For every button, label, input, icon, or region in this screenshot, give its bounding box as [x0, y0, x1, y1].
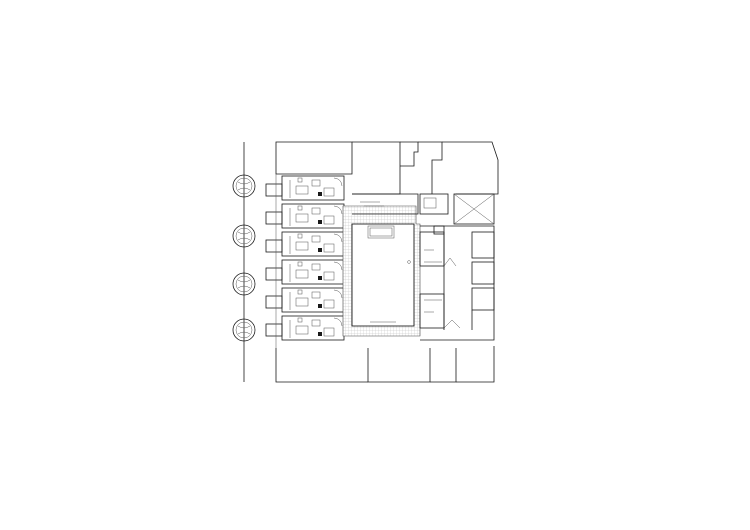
housing-unit: [265, 287, 345, 313]
street-trees: [232, 174, 256, 342]
housing-units: [265, 175, 345, 341]
housing-unit: [265, 231, 345, 257]
housing-unit: [265, 203, 345, 229]
central-courtyard: [351, 223, 415, 327]
housing-unit: [265, 259, 345, 285]
housing-unit: [265, 315, 345, 341]
paved-walkway: [342, 205, 421, 337]
tree-icon: [232, 318, 256, 342]
right-wing: [419, 225, 495, 341]
neighbor-buildings-bottom: [275, 346, 495, 383]
tree-icon: [232, 174, 256, 198]
neighbor-buildings-top: [275, 141, 499, 195]
housing-unit: [265, 175, 345, 201]
tree-icon: [232, 272, 256, 296]
tree-icon: [232, 224, 256, 248]
